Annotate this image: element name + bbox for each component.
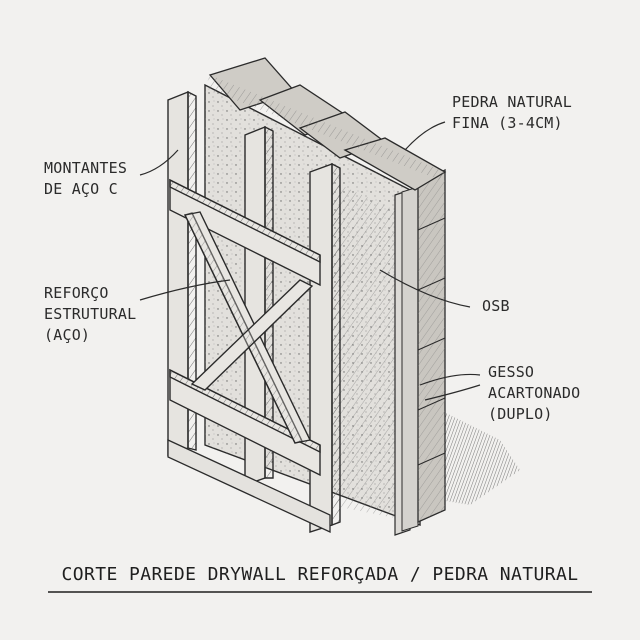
label-pedra-line1: PEDRA NATURAL [452, 93, 572, 111]
label-reforco: REFORÇO ESTRUTURAL (AÇO) [44, 283, 136, 346]
label-montantes: MONTANTES DE AÇO C [44, 158, 127, 200]
horizontal-reinforcement [169, 178, 321, 477]
label-reforco-line1: REFORÇO [44, 284, 109, 302]
label-osb: OSB [482, 296, 510, 317]
stone-top-edge [205, 57, 447, 191]
label-gesso-line2: ACARTONADO [488, 384, 581, 402]
label-gesso-line1: GESSO [488, 363, 535, 381]
label-osb-text: OSB [482, 297, 510, 315]
label-gesso-line3: (DUPLO) [488, 405, 553, 423]
leader-lines [139, 121, 481, 401]
label-reforco-line3: (AÇO) [44, 326, 91, 344]
bottom-track [167, 438, 331, 534]
label-reforco-line2: ESTRUTURAL [44, 305, 137, 323]
label-montantes-line2: DE AÇO C [44, 180, 118, 198]
label-montantes-line1: MONTANTES [44, 159, 128, 177]
x-bracing [183, 211, 314, 444]
cast-shadow [440, 410, 520, 505]
drawing-title: CORTE PAREDE DRYWALL REFORÇADA / PEDRA N… [61, 564, 579, 585]
label-pedra: PEDRA NATURAL FINA (3-4CM) [452, 92, 572, 134]
label-gesso: GESSO ACARTONADO (DUPLO) [488, 362, 580, 425]
label-pedra-line2: FINA (3-4CM) [452, 114, 563, 132]
gypsum-board-layers [394, 186, 419, 536]
stone-cladding [417, 168, 446, 524]
